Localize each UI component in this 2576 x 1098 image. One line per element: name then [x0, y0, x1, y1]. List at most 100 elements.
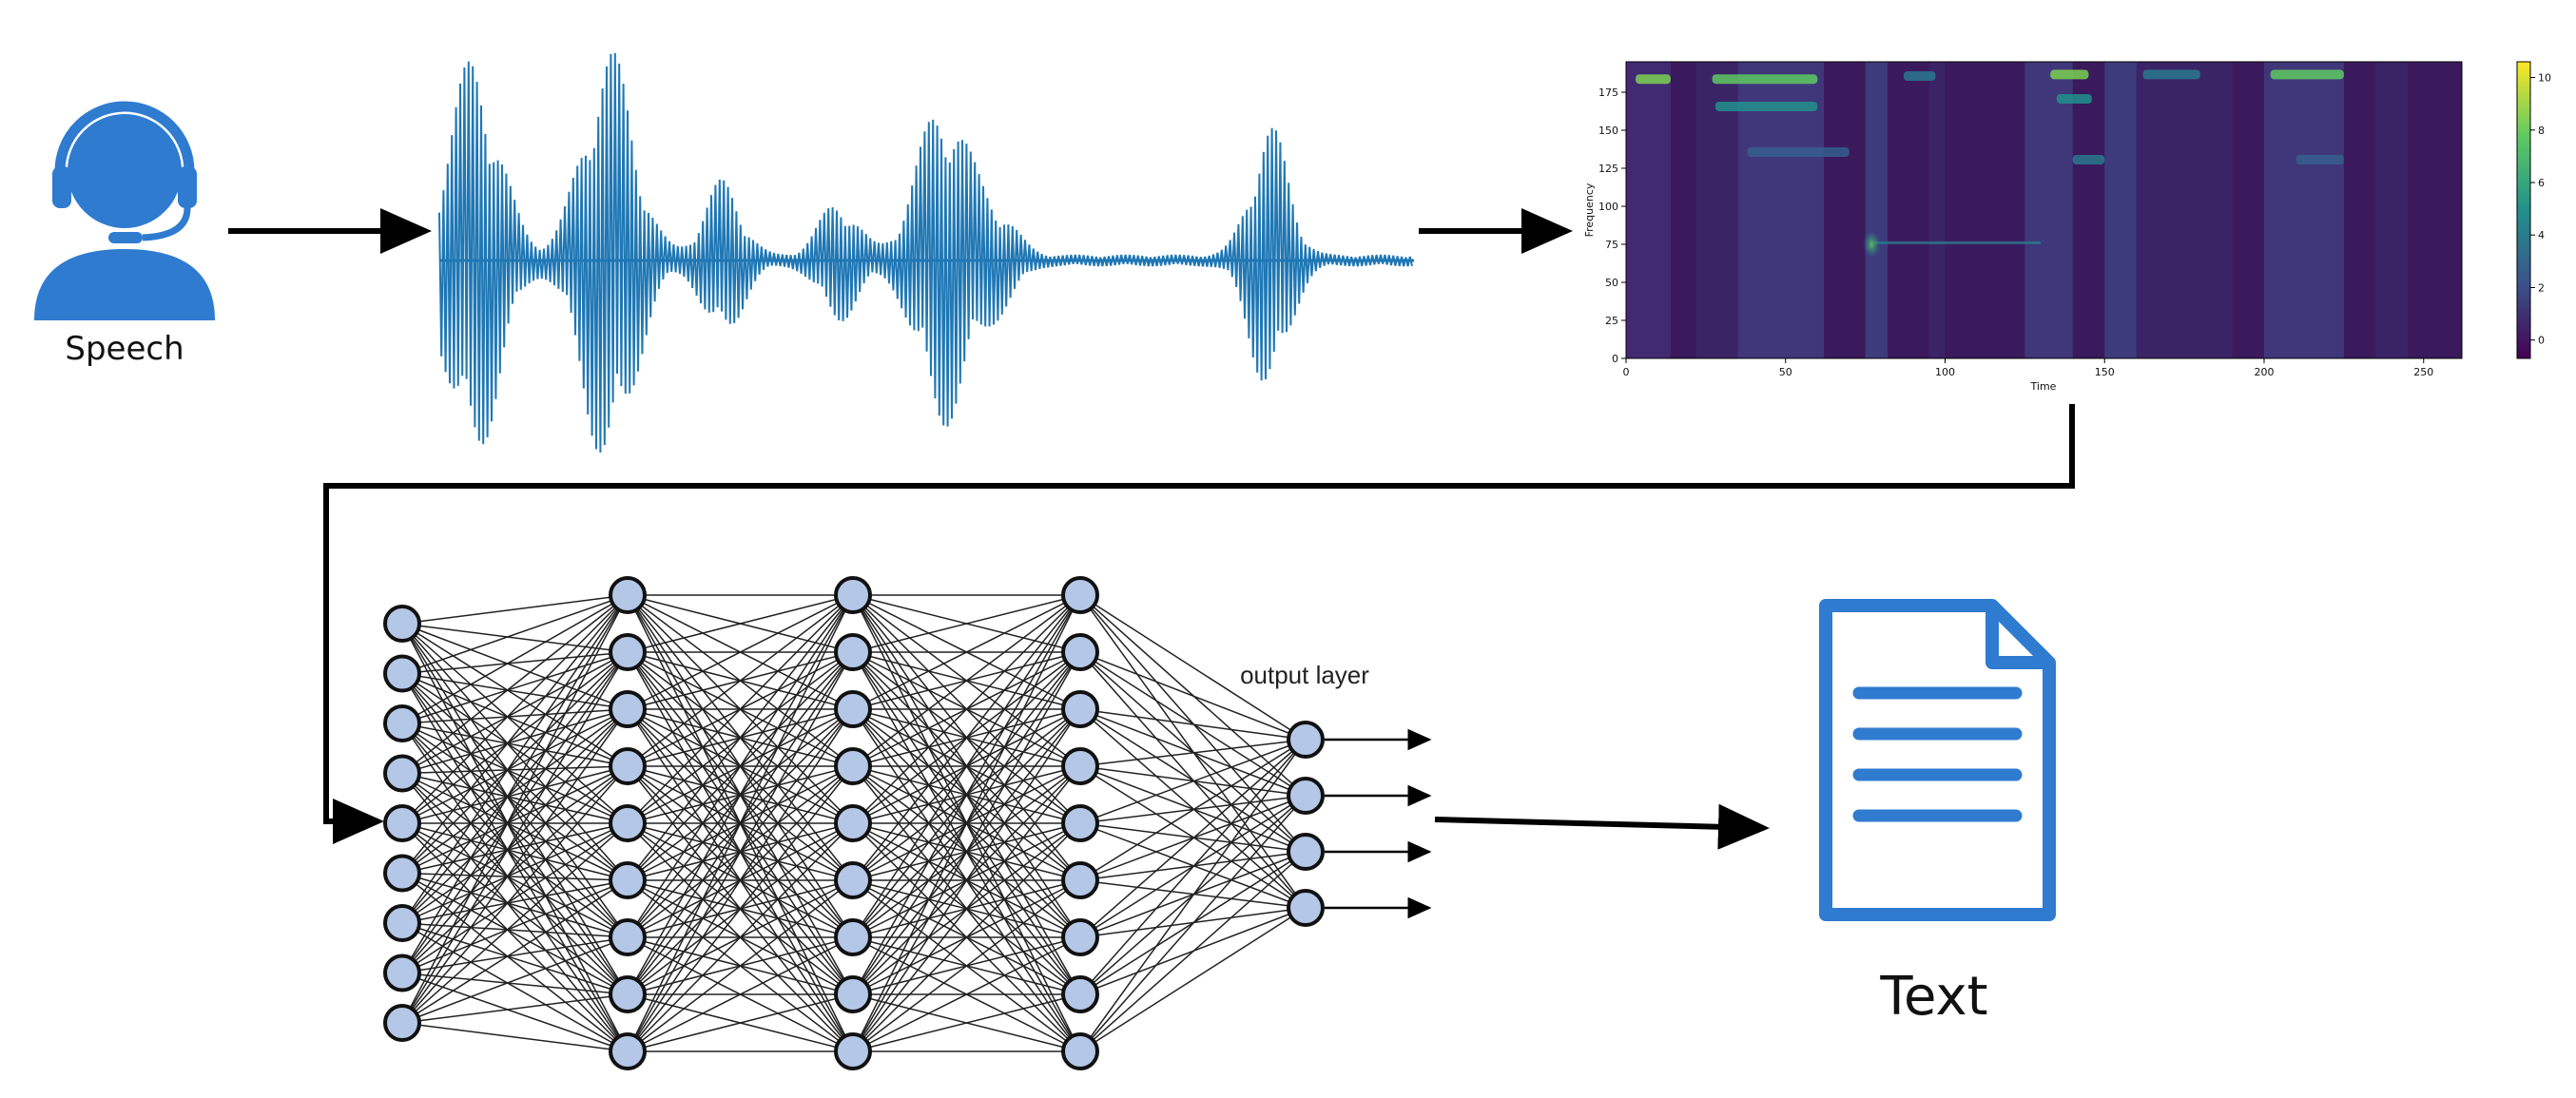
nn-edge: [401, 673, 629, 1052]
nn-node: [1061, 1032, 1099, 1070]
nn-node: [383, 605, 421, 643]
nn-edge: [627, 594, 854, 653]
nn-edge: [401, 822, 629, 974]
nn-edge: [852, 765, 1081, 1052]
output-node: [1287, 777, 1325, 815]
nn-node: [609, 975, 647, 1013]
nn-edge: [1079, 594, 1307, 741]
nn-edge: [401, 872, 629, 938]
nn-node: [1061, 804, 1099, 842]
x-tick-label: 0: [1623, 366, 1630, 378]
nn-edge: [401, 822, 629, 875]
nn-edge: [401, 594, 629, 675]
colorbar-tick-label: 10: [2538, 72, 2551, 85]
nn-edge: [401, 623, 629, 767]
nn-node: [834, 747, 872, 785]
nn-edge: [401, 936, 629, 1024]
nn-node: [383, 704, 421, 742]
nn-edge: [401, 623, 629, 881]
nn-edge: [852, 594, 1081, 938]
nn-edge: [852, 594, 1081, 767]
y-tick-label: 0: [1612, 353, 1618, 365]
nn-edge: [627, 594, 854, 824]
nn-edge: [401, 822, 629, 938]
nn-node: [1061, 690, 1099, 728]
nn-edge: [627, 651, 854, 1052]
nn-edge: [401, 765, 629, 924]
nn-node: [383, 954, 421, 992]
nn-node: [383, 854, 421, 893]
nn-edge: [401, 651, 629, 1024]
nn-edge: [1079, 708, 1307, 741]
nn-edge: [401, 594, 629, 775]
nn-edge: [627, 936, 854, 1052]
nn-edge: [401, 708, 629, 775]
nn-edge: [852, 594, 1081, 1052]
nn-edge: [401, 993, 629, 1024]
nn-node: [834, 1032, 872, 1070]
nn-edge: [401, 872, 629, 881]
nn-edge: [401, 594, 629, 1024]
text-document-icon: [1819, 599, 2056, 921]
nn-edge: [852, 708, 1081, 1052]
nn-edge: [401, 1022, 629, 1052]
x-tick-label: 50: [1779, 366, 1792, 378]
neural-network: [383, 576, 1432, 1070]
nn-edge: [401, 708, 629, 724]
nn-edge: [401, 772, 629, 938]
nn-node: [383, 754, 421, 793]
nn-edge: [401, 722, 629, 995]
nn-edge: [401, 651, 629, 775]
nn-node: [609, 747, 647, 785]
nn-edge: [401, 922, 629, 938]
nn-edge: [401, 879, 629, 924]
nn-edge: [1079, 651, 1307, 741]
nn-edge: [1079, 739, 1307, 995]
nn-edge: [401, 822, 629, 881]
nn-edge: [401, 822, 629, 1052]
nn-edge: [852, 594, 1081, 824]
nn-edge: [1079, 851, 1307, 1052]
y-tick-label: 150: [1598, 125, 1618, 137]
nn-edge: [401, 872, 629, 995]
nn-edge: [852, 936, 1081, 1052]
nn-edge: [401, 651, 629, 724]
nn-edge: [401, 722, 629, 824]
nn-edge: [401, 822, 629, 995]
output-layer-label: output layer: [1240, 661, 1369, 689]
y-tick-label: 175: [1598, 87, 1618, 99]
nn-edge: [627, 993, 854, 1052]
nn-edge: [401, 872, 629, 1052]
nn-edge: [401, 936, 629, 974]
y-tick-label: 100: [1598, 201, 1618, 213]
nn-edge: [852, 651, 1081, 1052]
nn-node: [383, 654, 421, 693]
headset-person-icon: [34, 101, 215, 320]
nn-node: [834, 918, 872, 956]
x-tick-label: 250: [2413, 366, 2433, 378]
nn-edge: [401, 822, 629, 1024]
nn-edge: [401, 722, 629, 1052]
nn-edge: [1079, 739, 1307, 938]
nn-edge: [401, 765, 629, 974]
colorbar-tick-label: 8: [2538, 125, 2545, 137]
nn-edge: [401, 773, 629, 1052]
nn-edge: [401, 708, 629, 824]
speech-label: Speech: [65, 330, 184, 368]
nn-node: [383, 1004, 421, 1042]
y-tick-label: 25: [1605, 315, 1618, 327]
output-node: [1287, 721, 1325, 759]
nn-edge: [401, 594, 629, 924]
nn-edge: [401, 722, 629, 767]
nn-edge: [1079, 907, 1307, 1052]
nn-edge: [401, 672, 629, 824]
nn-edge: [401, 879, 629, 974]
nn-node: [609, 1032, 647, 1070]
nn-edge: [401, 972, 629, 995]
nn-node: [609, 633, 647, 671]
nn-edge: [852, 594, 1081, 710]
nn-node: [1061, 747, 1099, 785]
nn-edge: [401, 594, 629, 625]
output-node: [1287, 889, 1325, 927]
